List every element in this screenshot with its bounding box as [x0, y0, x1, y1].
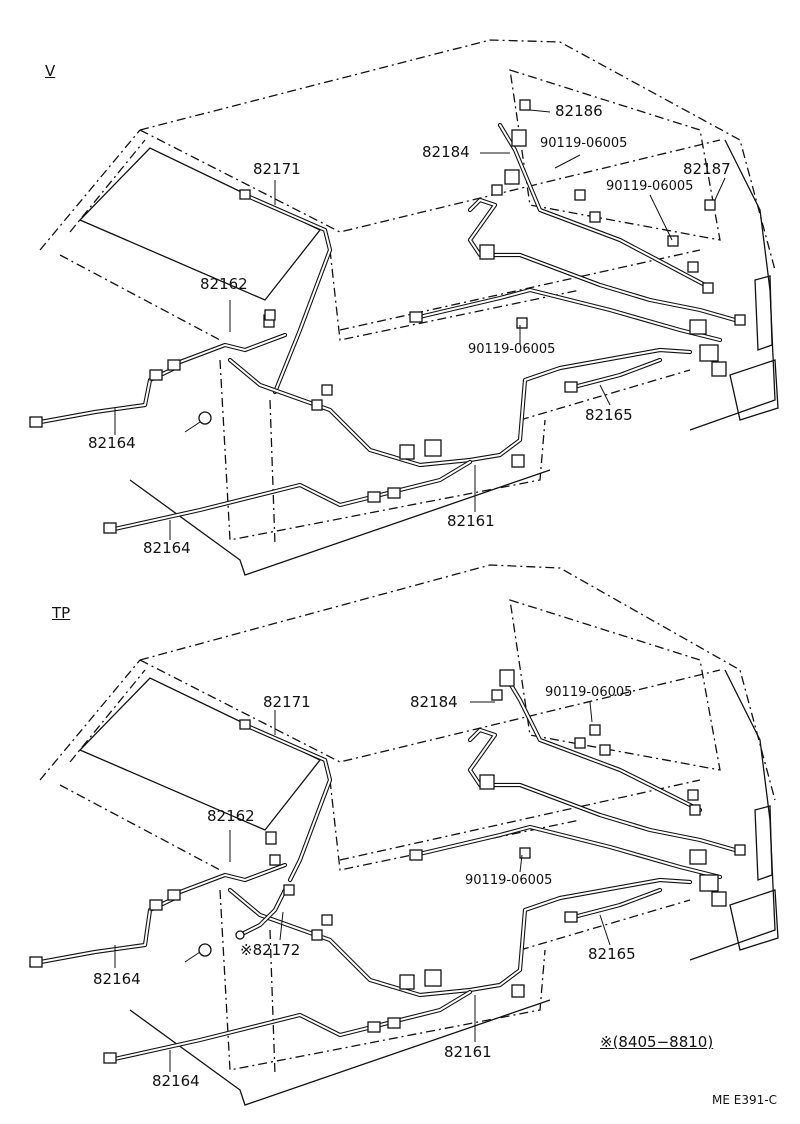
part-label-90119-a-bottom: 90119-06005 — [545, 685, 633, 700]
wiring-harness-bottom — [29, 669, 746, 1064]
part-label-82164-a-bottom: 82164 — [93, 970, 141, 988]
leader-lines-top — [114, 109, 726, 540]
wiring-harness-top — [29, 99, 746, 534]
part-label-82161-bottom: 82161 — [444, 1043, 492, 1061]
part-label-82184-bottom: 82184 — [410, 693, 458, 711]
part-label-82165: 82165 — [585, 406, 633, 424]
part-label-82172-bottom: ※82172 — [240, 941, 301, 959]
part-label-82165-bottom: 82165 — [588, 945, 636, 963]
part-label-90119-c: 90119-06005 — [468, 342, 556, 357]
vehicle-body-top — [39, 39, 779, 576]
drawing-code: ME E391-C — [712, 1093, 777, 1107]
part-label-82162: 82162 — [200, 275, 248, 293]
part-label-82187: 82187 — [683, 160, 731, 178]
part-label-82186: 82186 — [555, 102, 603, 120]
part-label-82162-bottom: 82162 — [207, 807, 255, 825]
part-label-82164-a: 82164 — [88, 434, 136, 452]
part-label-82171-bottom: 82171 — [263, 693, 311, 711]
section-label-top: V — [45, 62, 56, 80]
part-label-82164-b: 82164 — [143, 539, 191, 557]
part-label-82164-b-bottom: 82164 — [152, 1072, 200, 1090]
part-label-90119-b: 90119-06005 — [606, 179, 694, 194]
part-label-90119-a: 90119-06005 — [540, 136, 628, 151]
vehicle-body-bottom — [39, 564, 779, 1106]
leader-lines-bottom — [114, 701, 611, 1072]
part-label-82161: 82161 — [447, 512, 495, 530]
part-label-82171: 82171 — [253, 160, 301, 178]
part-label-82184: 82184 — [422, 143, 470, 161]
part-label-90119-b-bottom: 90119-06005 — [465, 873, 553, 888]
section-label-bottom: TP — [52, 604, 71, 622]
applicability-footnote: ※(8405−8810) — [600, 1033, 714, 1051]
